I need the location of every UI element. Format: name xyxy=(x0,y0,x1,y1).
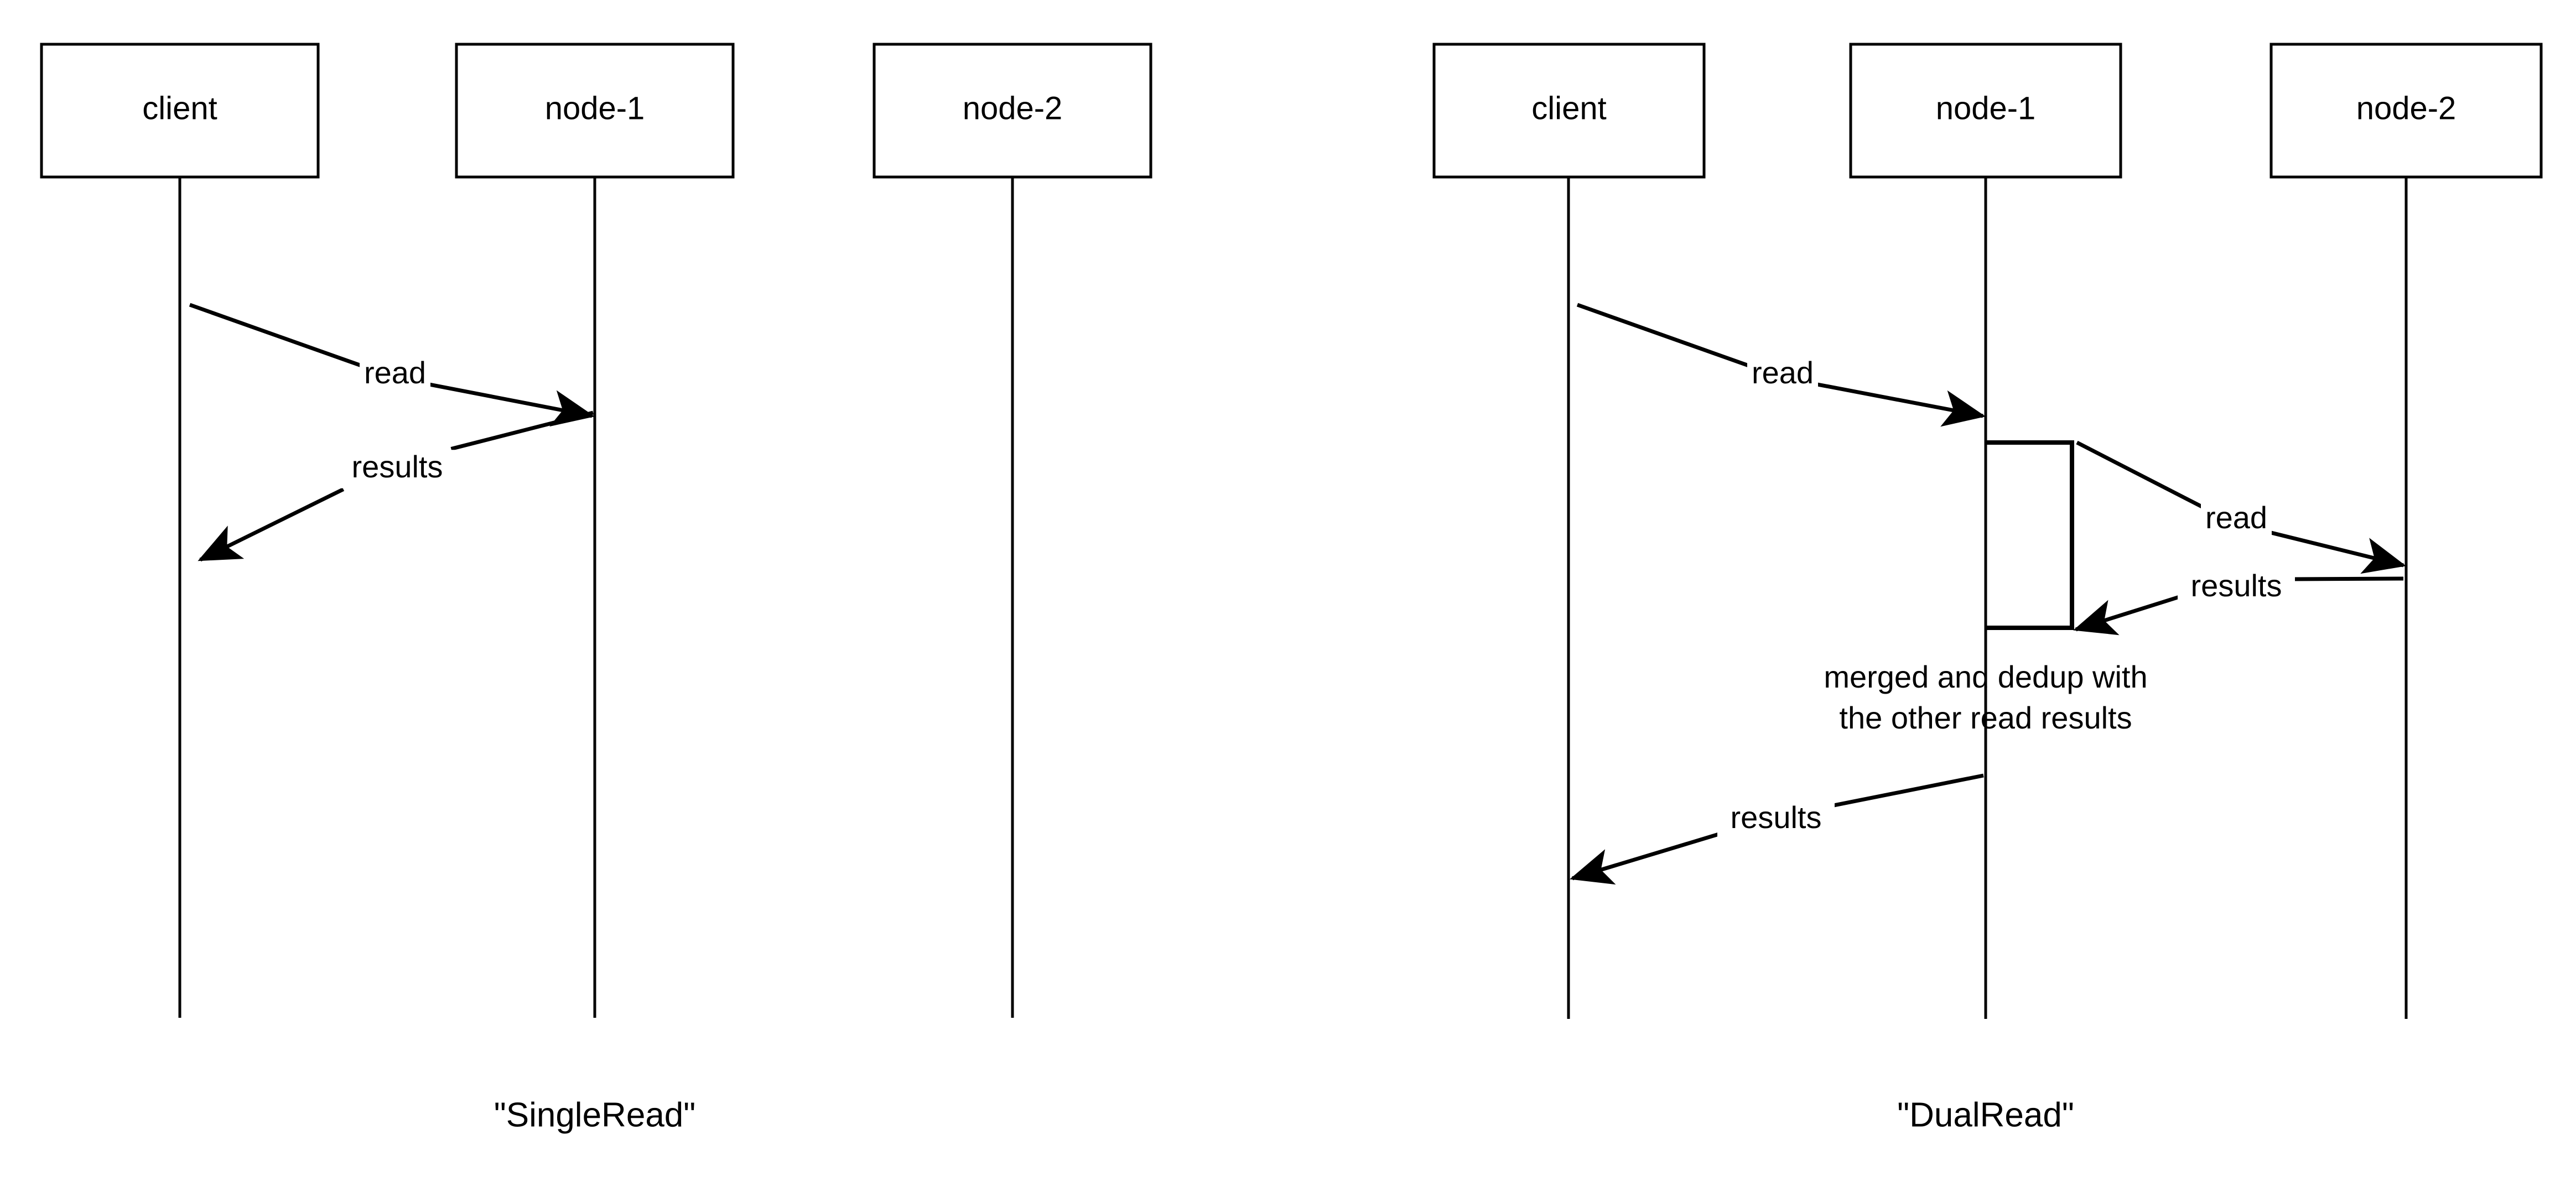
message-line-a xyxy=(450,410,594,451)
message-label: results xyxy=(2191,568,2282,603)
message-label-backdrop xyxy=(339,450,456,488)
message-label-backdrop xyxy=(360,356,430,394)
diagram-title-dual-read: "DualRead" xyxy=(1897,1096,2074,1134)
message-line-a xyxy=(189,303,363,368)
note-line: the other read results xyxy=(1839,700,2132,735)
message-line-b xyxy=(198,487,345,562)
activation-node-1-processing xyxy=(1986,440,2074,630)
participant-box[interactable] xyxy=(1849,43,2122,179)
participant-label: node-1 xyxy=(545,90,645,126)
message-label: read xyxy=(364,355,426,390)
message-line-b xyxy=(1815,382,1986,427)
message-line-b xyxy=(2268,530,2406,574)
participant-box[interactable] xyxy=(40,43,320,179)
message-single-read-0: read xyxy=(189,303,595,427)
participant-node-2[interactable]: node-2 xyxy=(2269,43,2543,179)
participant-client[interactable]: client xyxy=(40,43,320,179)
diagram-title-single-read: "SingleRead" xyxy=(494,1096,696,1134)
message-dual-read-3: results xyxy=(1570,773,1984,885)
participant-box[interactable] xyxy=(455,43,735,179)
participant-node-1[interactable]: node-1 xyxy=(455,43,735,179)
note-merge-dedup-note: merged and dedup with the other read resu… xyxy=(1824,659,2147,735)
message-label: results xyxy=(352,449,443,484)
diagram-dual-read: read read results results client node-1 node-2… xyxy=(1432,43,2543,1134)
message-dual-read-2: results xyxy=(2073,568,2404,636)
message-single-read-1: results xyxy=(198,410,594,562)
participant-label: node-1 xyxy=(1936,90,2036,126)
message-line-b xyxy=(2073,595,2180,636)
diagram-single-read: read results client node-1 node-2 "SingleRead… xyxy=(40,43,1152,1134)
participant-box[interactable] xyxy=(1432,43,1706,179)
participant-node-2[interactable]: node-2 xyxy=(872,43,1152,179)
participant-label: node-2 xyxy=(963,90,1063,126)
participant-client[interactable]: client xyxy=(1432,43,1706,179)
participant-label: node-2 xyxy=(2356,90,2456,126)
message-line-a xyxy=(2076,440,2205,510)
participant-box[interactable] xyxy=(2269,43,2543,179)
message-line-b xyxy=(428,382,595,427)
message-label: read xyxy=(2205,500,2267,535)
message-label: results xyxy=(1731,800,1822,835)
message-label-backdrop xyxy=(1747,356,1818,394)
message-line-a xyxy=(1576,303,1751,368)
message-label-backdrop xyxy=(2178,569,2295,607)
message-dual-read-0: read xyxy=(1576,303,1986,427)
message-label: read xyxy=(1752,355,1814,390)
participant-node-1[interactable]: node-1 xyxy=(1849,43,2122,179)
message-line-a xyxy=(1831,773,1984,808)
participant-label: client xyxy=(1531,90,1606,126)
message-label-backdrop xyxy=(2201,501,2272,539)
note-line: merged and dedup with xyxy=(1824,659,2147,694)
message-dual-read-1: read xyxy=(2076,440,2406,574)
message-label-backdrop xyxy=(1717,800,1835,839)
participant-box[interactable] xyxy=(872,43,1152,179)
message-line-b xyxy=(1570,831,1721,885)
participant-label: client xyxy=(142,90,217,126)
